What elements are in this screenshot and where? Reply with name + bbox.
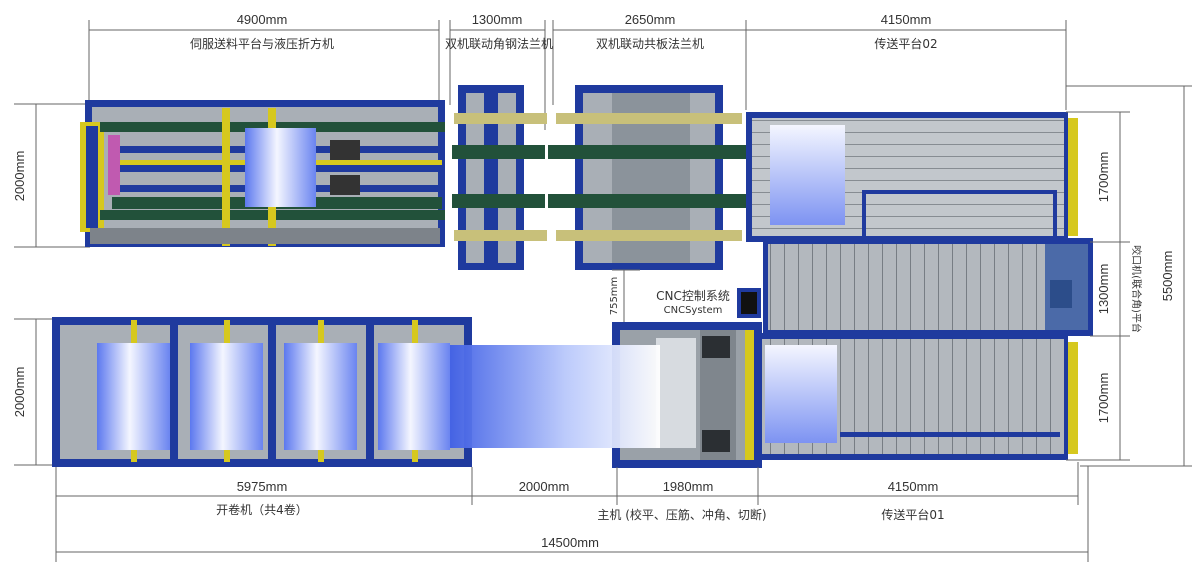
conveyor-platform-01: [746, 333, 1078, 460]
conveyor-platform-02: [746, 112, 1078, 242]
right-dimension-conv01: 1700mm: [1066, 336, 1130, 461]
conv01-name-label: 传送平台01: [881, 507, 944, 522]
gap-dimension-755: 755mm: [609, 269, 640, 322]
main-length-label: 1980mm: [663, 479, 714, 494]
bottom-dimension-decoiler: 5975mm 开卷机（共4卷）: [55, 467, 473, 562]
sheet-servo: [245, 128, 316, 207]
total-length-label: 14500mm: [541, 535, 599, 550]
decoiler-length-label: 5975mm: [237, 479, 288, 494]
sheet-feed-to-main: [450, 345, 660, 448]
bottom-dimension-gap: 2000mm: [472, 467, 618, 505]
seaming-platform: [763, 238, 1093, 336]
right-dimension-conv02: 1700mm: [1066, 111, 1130, 243]
top-dimension-angle: 1300mm 双机联动角钢法兰机: [445, 12, 553, 130]
angle-flange-machine: [452, 85, 547, 270]
top-dimension-servo: 4900mm 伺服送料平台与液压折方机: [88, 12, 439, 105]
conv01-width-label: 1700mm: [1096, 373, 1111, 424]
conv02-width-label: 1700mm: [1096, 152, 1111, 203]
coil-2: [190, 343, 263, 450]
gap-755-label: 755mm: [609, 277, 620, 316]
sheet-conv01: [765, 345, 837, 443]
decoiler-unit: [52, 317, 472, 467]
left-dimension-upper: 2000mm: [12, 103, 90, 248]
servo-feed-platform: [80, 100, 445, 247]
angle-name-label: 双机联动角钢法兰机: [445, 37, 553, 51]
cobond-name-label: 双机联动共板法兰机: [596, 37, 704, 51]
seam-name-label: 咬口机(联合角)平台: [1130, 245, 1143, 333]
gap-length-label: 2000mm: [519, 479, 570, 494]
coil-3: [284, 343, 357, 450]
bottom-dimension-conv01: 4150mm 传送平台01: [758, 462, 1079, 522]
servo-length-label: 4900mm: [237, 12, 288, 27]
cobond-flange-machine: [548, 85, 746, 270]
coil-1: [97, 343, 170, 450]
conv01-length-label: 4150mm: [888, 479, 939, 494]
sheet-conv02: [770, 125, 845, 225]
bottom-dimension-main: 1980mm 主机 (校平、压筋、冲角、切断): [597, 467, 767, 522]
top-dimension-cobond: 2650mm 双机联动共板法兰机: [552, 12, 747, 110]
seam-width-label: 1300mm: [1096, 264, 1111, 315]
cnc-label-en: CNCSystem: [664, 305, 723, 316]
left-dimension-lower: 2000mm: [12, 318, 56, 466]
overall-width-label: 5500mm: [1160, 251, 1175, 302]
decoiler-name-label: 开卷机（共4卷）: [216, 502, 308, 517]
cnc-label-cn: CNC控制系统: [656, 289, 730, 303]
coil-4: [378, 343, 450, 450]
conv02-length-label: 4150mm: [881, 12, 932, 27]
cnc-control-console: CNC控制系统 CNCSystem: [656, 288, 761, 318]
bottom-dimension-total: 14500mm: [56, 466, 1089, 562]
lower-width-label: 2000mm: [12, 367, 27, 418]
angle-length-label: 1300mm: [472, 12, 523, 27]
conv02-name-label: 传送平台02: [874, 36, 937, 51]
upper-width-label: 2000mm: [12, 151, 27, 202]
main-name-label: 主机 (校平、压筋、冲角、切断): [597, 507, 766, 522]
top-dimension-conv02: 4150mm 传送平台02: [746, 12, 1067, 110]
right-dimension-seam: 1300mm 咬口机(联合角)平台: [1090, 242, 1143, 337]
right-dimension-overall: 5500mm: [1066, 85, 1192, 467]
servo-name-label: 伺服送料平台与液压折方机: [190, 36, 334, 51]
cobond-length-label: 2650mm: [625, 12, 676, 27]
